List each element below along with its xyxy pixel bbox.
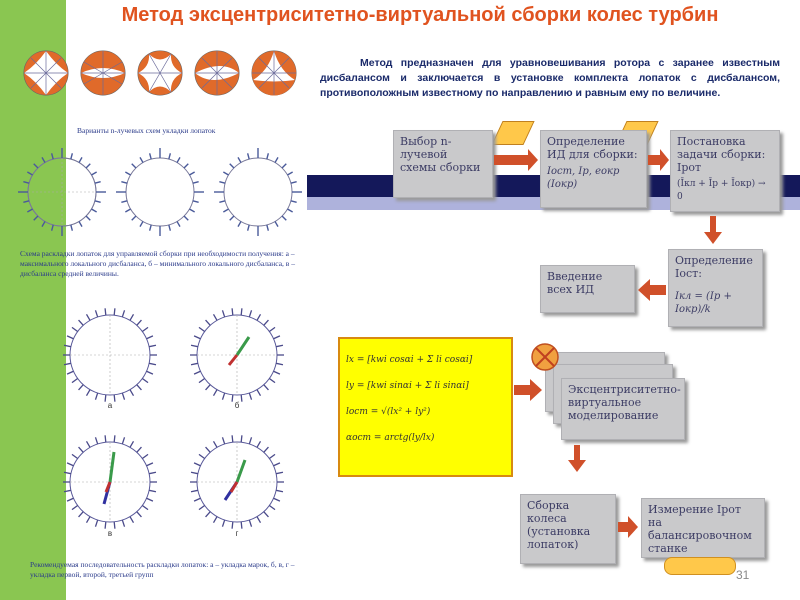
caption-bottom: Рекомендуемая последовательность расклад… (30, 560, 295, 579)
box-define-id: Определение ИД для сборки: Iост, Iр, eок… (540, 130, 647, 208)
page-number: 31 (736, 568, 750, 582)
box-select-scheme: Выбор n-лучевой схемы сборки (393, 130, 493, 198)
caption-middle: Схема раскладки лопаток для управляемой … (20, 249, 295, 278)
panel-label-b: б (235, 401, 240, 410)
formula-box: lx = [kwi cosαi + Σ li cosαi] ly = [kwi … (338, 337, 513, 477)
panel-v (63, 435, 157, 529)
panel-label-a: а (108, 401, 113, 410)
box-define-id-formula: Iост, Iр, eокр (Iокр) (547, 166, 620, 190)
box-assembly: Сборка колеса (установка лопаток) (520, 494, 616, 564)
box-task: Постановка задачи сборки: Iрот (Īкл + Īр… (670, 130, 780, 212)
wheel-scheme-4 (194, 50, 240, 96)
bladed-wheel-3 (214, 148, 302, 236)
formula-line-4: αост = arctg(ly/lx) (346, 433, 435, 443)
box-define-iost-label: Определение Iост: (675, 254, 753, 280)
panel-label-v: в (108, 529, 112, 538)
nav-pill-button[interactable] (664, 557, 736, 575)
blade-sequence-panels: а б в г (63, 308, 284, 538)
wheel-scheme-1 (23, 50, 69, 96)
panel-label-g: г (236, 529, 239, 538)
formula-line-3: lост = √(lx² + ly²) (346, 407, 431, 417)
bladed-wheel-1 (18, 148, 106, 236)
box-task-formula: (Īкл + Īр + Īокр) → 0 (677, 179, 766, 202)
box-model: Эксцентриситетно-виртуальное моделирован… (561, 378, 685, 440)
input-parallelogram-1 (491, 121, 535, 145)
box-input-all-id: Введение всех ИД (540, 265, 635, 313)
formula-line-2: ly = [kwi sinαi + Σ li sinαi] (346, 381, 469, 391)
left-green-bar (0, 0, 66, 600)
panel-g (190, 435, 284, 529)
bladed-wheel-2 (116, 148, 204, 236)
wheel-scheme-3 (137, 50, 183, 96)
wheel-schemes-row (23, 50, 297, 96)
wheel-scheme-5 (251, 50, 297, 96)
formula-line-1: lx = [kwi cosαi + Σ li cosαi] (346, 355, 473, 365)
box-task-label: Постановка задачи сборки: Iрот (677, 135, 766, 174)
page-title: Метод эксцентриситетно-виртуальной сборк… (121, 4, 719, 26)
box-measure: Измерение Iрот на балансировочном станке (641, 498, 765, 558)
box-define-id-label: Определение ИД для сборки: (547, 135, 638, 161)
intro-text: Метод предназначен для уравновешивания р… (320, 57, 780, 99)
box-define-iost-formula: Iкл = (Iр + Iокр)/k (675, 291, 732, 315)
box-define-iost: Определение Iост: Iкл = (Iр + Iокр)/k (668, 249, 763, 327)
wheel-scheme-2 (80, 50, 126, 96)
panel-b (190, 308, 284, 402)
blade-layout-row (18, 148, 302, 236)
caption-top: Варианты n-лучевых схем укладки лопаток (77, 126, 216, 135)
panel-a (63, 308, 157, 402)
junction-x-icon (531, 343, 559, 371)
